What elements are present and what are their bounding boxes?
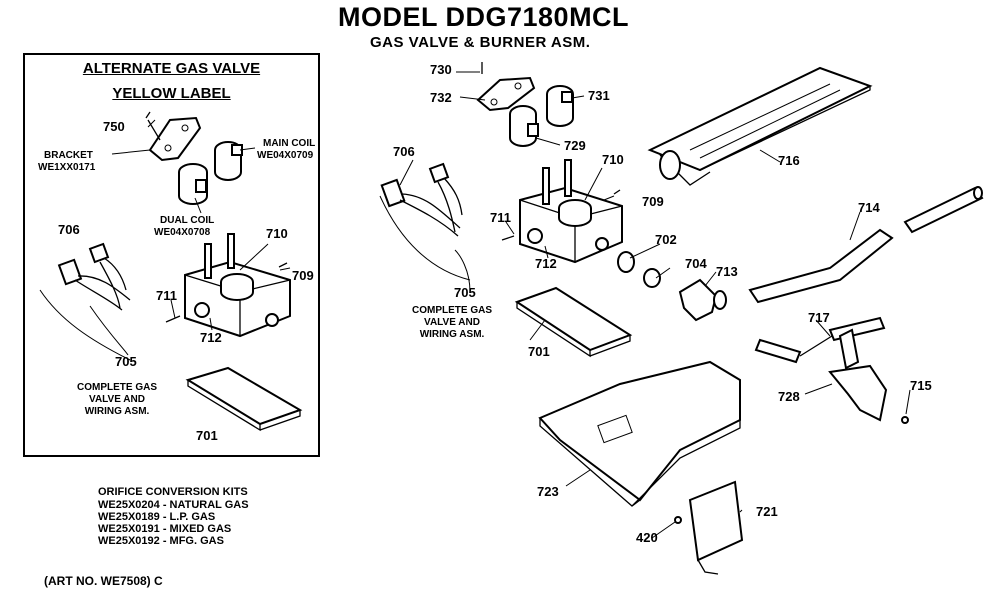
callout-710: 710: [602, 152, 624, 167]
inset-wiring-part: [57, 242, 131, 311]
callout-713: 713: [716, 264, 738, 279]
main-valve-body: [501, 159, 623, 264]
main-complete-line1: COMPLETE GAS: [411, 305, 492, 316]
orifice-item: WE25X0192 - MFG. GAS: [98, 535, 224, 547]
main-complete-line3: WIRING ASM.: [419, 329, 485, 340]
main-bracket-part: [476, 62, 536, 112]
inset-callout-705: 705: [115, 354, 137, 369]
orifice-item: WE25X0204 - NATURAL GAS: [98, 499, 249, 511]
orifice-item: WE25X0189 - L.P. GAS: [98, 511, 216, 523]
inset-callout-750: 750: [103, 119, 125, 134]
callout-716: 716: [778, 153, 800, 168]
callout-728: 728: [778, 389, 800, 404]
main-mount-plate: [514, 286, 633, 358]
callout-420: 420: [636, 530, 658, 545]
callout-712: 712: [535, 256, 557, 271]
inset-mount-plate: [185, 366, 303, 432]
callout-709: 709: [642, 194, 664, 209]
callout-705: 705: [454, 285, 476, 300]
inset-complete-line1: COMPLETE GAS: [76, 382, 157, 393]
main-fittings-part: [617, 251, 661, 288]
inset-callout-711: 711: [156, 288, 177, 303]
inset-dual-coil-label: DUAL COIL: [160, 215, 215, 226]
inset-main-coil-label: MAIN COIL: [263, 138, 316, 149]
callout-715: 715: [910, 378, 932, 393]
inset-callout-710: 710: [266, 226, 288, 241]
inset-valve-body: [165, 233, 291, 338]
callout-730: 730: [430, 62, 452, 77]
callout-702: 702: [655, 232, 677, 247]
inset-complete-line3: WIRING ASM.: [84, 406, 150, 417]
main-shield-part: [688, 480, 744, 575]
inset-complete-line2: VALVE AND: [89, 394, 145, 405]
main-complete-line2: VALVE AND: [424, 317, 480, 328]
page-title: MODEL DDG7180MCL: [338, 2, 630, 32]
main-burner-bracket: [538, 360, 741, 507]
main-wiring-part: [380, 162, 463, 237]
callout-714: 714: [858, 200, 880, 215]
inset-bracket-partno: WE1XX0171: [38, 162, 96, 173]
callout-717: 717: [808, 310, 830, 325]
page-subtitle: GAS VALVE & BURNER ASM.: [370, 34, 591, 51]
inset-callout-706: 706: [58, 222, 80, 237]
inset-bracket-part: [145, 111, 202, 162]
inset-dual-coil-partno: WE04X0708: [154, 227, 211, 238]
inset-callout-701: 701: [196, 428, 218, 443]
callout-729: 729: [564, 138, 586, 153]
main-burner-part: [647, 66, 873, 186]
callout-731: 731: [588, 88, 610, 103]
main-orifice-part: [678, 278, 727, 322]
callout-704: 704: [685, 256, 707, 271]
orifice-item: WE25X0191 - MIXED GAS: [98, 523, 232, 535]
inset-title-line1: ALTERNATE GAS VALVE: [82, 60, 261, 77]
main-igniter-bracket: [828, 364, 888, 422]
callout-706: 706: [393, 144, 415, 159]
alternate-valve-inset: [23, 53, 320, 457]
inset-main-coil-part: [214, 141, 243, 181]
callout-732: 732: [430, 90, 452, 105]
main-igniter-part: [754, 316, 886, 370]
main-coil-731: [546, 85, 574, 127]
inset-bracket-label: BRACKET: [44, 150, 93, 161]
inset-main-coil-partno: WE04X0709: [257, 150, 314, 161]
callout-711: 711: [490, 210, 511, 225]
inset-title-line2: YELLOW LABEL: [112, 85, 231, 102]
main-tube-part: [748, 186, 984, 304]
inset-callout-712: 712: [200, 330, 222, 345]
callout-723: 723: [537, 484, 559, 499]
main-coil-729: [509, 105, 539, 147]
callout-721: 721: [756, 504, 778, 519]
orifice-heading: ORIFICE CONVERSION KITS: [98, 486, 248, 498]
callout-701: 701: [528, 344, 550, 359]
art-number: (ART NO. WE7508) C: [44, 574, 163, 588]
inset-dual-coil-part: [178, 163, 208, 205]
inset-callout-709: 709: [292, 268, 314, 283]
